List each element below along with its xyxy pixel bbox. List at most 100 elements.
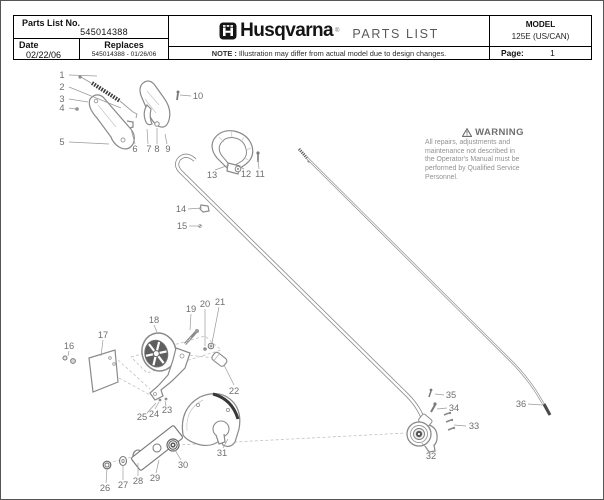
drive-shaft — [297, 148, 552, 416]
leader-line-12 — [239, 166, 245, 170]
part-callout-21: 21 — [215, 297, 225, 307]
leader-line-1 — [68, 74, 98, 77]
part-callout-2: 2 — [59, 82, 64, 92]
part-callout-5: 5 — [59, 137, 64, 147]
main-shaft-tube — [175, 153, 425, 420]
part-callout-7: 7 — [146, 144, 151, 154]
part-callout-16: 16 — [64, 341, 74, 351]
part-callout-33: 33 — [469, 421, 479, 431]
part-callout-4: 4 — [59, 103, 64, 113]
plate-bolts-16 — [62, 355, 76, 364]
part-callout-17: 17 — [98, 330, 108, 340]
part-callout-3: 3 — [59, 94, 64, 104]
page-cell: Page: 1 — [490, 47, 591, 60]
part-callout-6: 6 — [132, 144, 137, 154]
warning-title: WARNING — [475, 127, 524, 138]
part-callout-31: 31 — [217, 448, 227, 458]
leader-line-7 — [146, 128, 149, 145]
brand-wordmark: Husqvarna — [240, 20, 333, 41]
bracket-bolt-24 — [158, 398, 162, 402]
title-block-left: Parts List No. 545014388 Date 02/22/06 R… — [14, 16, 169, 60]
note-label: NOTE : — [211, 49, 237, 58]
brand-row: Husqvarna ® PARTS LIST — [169, 16, 489, 47]
wheel-nut-20 — [203, 347, 207, 351]
leader-line-24 — [154, 401, 160, 410]
leader-line-23 — [164, 400, 167, 407]
part-callout-30: 30 — [178, 460, 188, 470]
part-callout-9: 9 — [165, 144, 170, 154]
leader-line-10 — [179, 94, 192, 97]
leader-line-17 — [100, 339, 104, 357]
clamp-screw-15 — [198, 224, 202, 228]
replaces-value: 545014388 - 01/26/06 — [91, 51, 157, 58]
warning-block: WARNING All repairs, adjustments and mai… — [425, 127, 561, 183]
note-row: NOTE : Illustration may differ from actu… — [169, 47, 489, 61]
gearbox-screw-34 — [430, 402, 437, 413]
part-callout-29: 29 — [150, 473, 160, 483]
part-callout-24: 24 — [149, 409, 159, 419]
front-handle-right-half — [139, 80, 171, 128]
title-block: Parts List No. 545014388 Date 02/22/06 R… — [13, 15, 592, 60]
gearbox-screw-35 — [428, 388, 433, 398]
part-callout-27: 27 — [118, 480, 128, 490]
note-text: Illustration may differ from actual mode… — [236, 49, 447, 58]
part-callout-13: 13 — [207, 170, 217, 180]
part-callout-19: 19 — [186, 304, 196, 314]
leader-line-4 — [68, 107, 77, 110]
blade-nut-26 — [102, 460, 112, 470]
date-value: 02/22/06 — [26, 50, 62, 60]
part-callout-25: 25 — [137, 412, 147, 422]
leader-line-14 — [187, 207, 203, 210]
leader-line-2 — [68, 86, 122, 109]
wheel-bolt-19 — [183, 329, 199, 345]
date-cell: Date 02/22/06 — [14, 39, 80, 60]
husqvarna-crown-logo — [219, 22, 237, 40]
leader-line-19 — [189, 313, 192, 331]
page-label: Page: — [501, 48, 524, 58]
leader-line-35 — [434, 393, 445, 396]
throttle-trigger — [143, 104, 153, 126]
warning-triangle-icon — [462, 128, 473, 137]
throttle-cable — [78, 75, 138, 119]
part-callout-8: 8 — [154, 144, 159, 154]
debris-shield — [181, 392, 241, 448]
leader-line-30 — [174, 449, 182, 461]
edger-blade — [131, 425, 183, 471]
leader-line-32 — [421, 442, 430, 452]
parts-list-no-label: Parts List No. — [22, 18, 81, 28]
part-callout-12: 12 — [241, 169, 251, 179]
model-label: MODEL — [525, 20, 556, 29]
part-callout-32: 32 — [426, 451, 436, 461]
leader-line-25 — [146, 402, 157, 414]
part-callout-35: 35 — [446, 390, 456, 400]
leader-line-26 — [105, 468, 108, 484]
date-label: Date — [19, 40, 39, 50]
part-callout-22: 22 — [229, 386, 239, 396]
leader-line-36 — [527, 403, 543, 406]
leader-line-16 — [67, 350, 70, 357]
blade-washer-27 — [118, 455, 128, 467]
part-callout-18: 18 — [149, 315, 159, 325]
leader-line-31 — [222, 438, 229, 449]
model-cell: MODEL 125E (US/CAN) — [490, 16, 591, 47]
wheel-washer-21 — [207, 342, 215, 350]
part-callout-26: 26 — [100, 483, 110, 493]
handle-screw-10 — [176, 90, 180, 101]
leader-line-29 — [155, 459, 160, 474]
leader-line-6 — [130, 128, 136, 145]
leader-line-21 — [211, 306, 220, 344]
trigger-ring-8 — [154, 121, 160, 127]
leader-line-22 — [223, 364, 235, 386]
title-block-center: Husqvarna ® PARTS LIST NOTE : Illustrati… — [169, 16, 490, 59]
leader-line-33 — [453, 424, 467, 427]
leader-line-3 — [68, 98, 89, 103]
leader-line-13 — [214, 164, 230, 171]
title-block-right: MODEL 125E (US/CAN) Page: 1 — [490, 16, 591, 59]
wheel-bracket — [149, 347, 191, 401]
page-number: 1 — [550, 48, 555, 58]
part-callout-15: 15 — [177, 221, 187, 231]
cable-clip-6 — [126, 120, 134, 129]
gearbox-screws-33 — [443, 411, 456, 431]
